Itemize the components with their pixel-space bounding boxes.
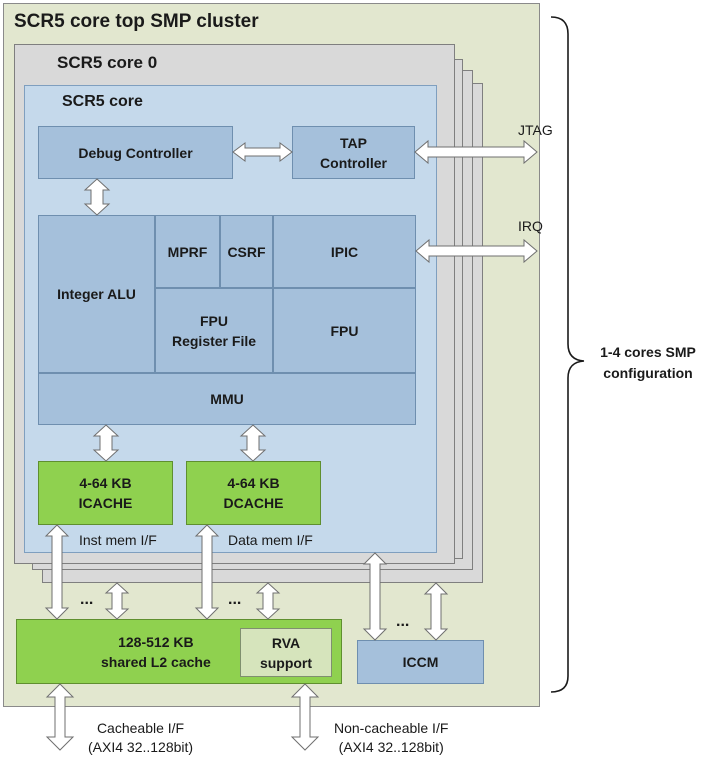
smp-configuration-label: 1-4 cores SMP configuration: [600, 344, 696, 381]
arrow-debug-tap: [232, 142, 293, 162]
l2-port-dots-right: ...: [228, 591, 242, 608]
shared-l2-cache-label: 128-512 KB shared L2 cache: [101, 633, 211, 670]
dcache: 4-64 KB DCACHE: [186, 461, 321, 525]
arrow-core-iccm: [362, 552, 388, 641]
irq-label: IRQ: [518, 218, 543, 234]
rva-support: RVA support: [240, 628, 332, 677]
fpu-register-file: FPU Register File: [155, 288, 273, 373]
arrow-irq: [415, 238, 538, 264]
jtag-label: JTAG: [518, 122, 553, 138]
arrow-stack-iccm: [423, 582, 449, 641]
mmu: MMU: [38, 373, 416, 425]
integer-alu: Integer ALU: [38, 215, 155, 373]
scr5-core-title: SCR5 core: [62, 93, 143, 110]
arrow-cacheable-if: [45, 683, 75, 751]
smp-brace: [550, 16, 585, 693]
icache: 4-64 KB ICACHE: [38, 461, 173, 525]
debug-controller: Debug Controller: [38, 126, 233, 179]
noncacheable-if-label: Non-cacheable I/F (AXI4 32..128bit): [334, 720, 449, 755]
arrow-stack-l2-right: [255, 582, 281, 620]
arrow-debug-alu: [83, 178, 111, 216]
arrow-mmu-dcache: [239, 424, 267, 462]
l2-port-dots-left: ...: [80, 591, 94, 608]
mprf: MPRF: [155, 215, 220, 288]
ipic: IPIC: [273, 215, 416, 288]
arrow-noncacheable-if: [290, 683, 320, 751]
arrow-jtag: [414, 139, 538, 165]
cacheable-if-label: Cacheable I/F (AXI4 32..128bit): [88, 720, 194, 755]
fpu: FPU: [273, 288, 416, 373]
core-0-title: SCR5 core 0: [57, 53, 158, 72]
iccm-port-dots: ...: [396, 613, 410, 630]
tap-controller: TAP Controller: [292, 126, 415, 179]
cluster-title: SCR5 core top SMP cluster: [14, 11, 259, 32]
arrow-mmu-icache: [92, 424, 120, 462]
arrow-inst-mem-l2: [44, 524, 70, 620]
iccm: ICCM: [357, 640, 484, 684]
arrow-stack-l2-left: [104, 582, 130, 620]
csrf: CSRF: [220, 215, 273, 288]
arrow-data-mem-l2: [194, 524, 220, 620]
data-mem-if-label: Data mem I/F: [228, 532, 313, 548]
inst-mem-if-label: Inst mem I/F: [79, 532, 157, 548]
